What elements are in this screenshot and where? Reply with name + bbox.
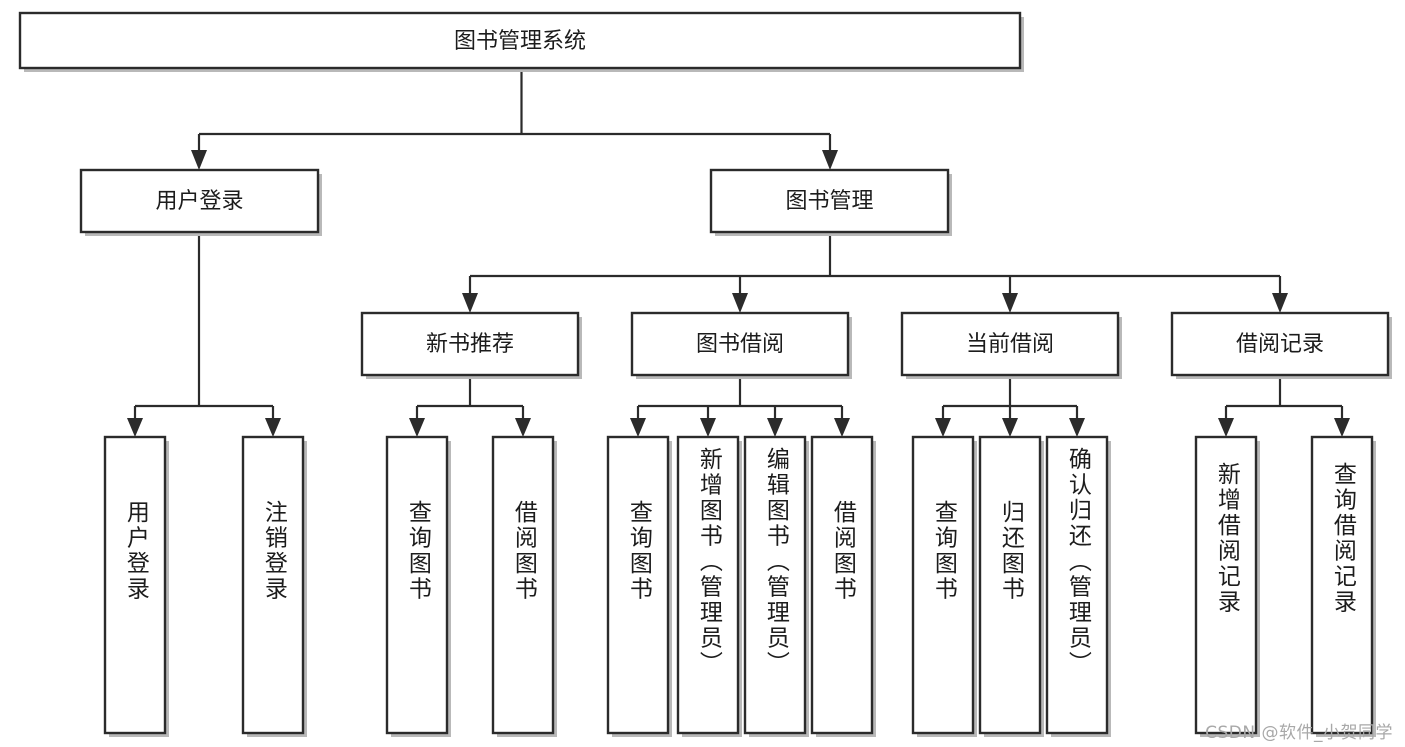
node-root-label: 图书管理系统 (454, 29, 586, 54)
leaf-node-borrow-book-newbook[interactable] (491, 435, 557, 737)
leaf-node-add-book-box (676, 435, 740, 735)
node-new-book-recommend-label: 新书推荐 (426, 332, 514, 357)
leaf-node-confirm-return[interactable] (1045, 435, 1111, 737)
leaf-node-add-book[interactable] (676, 435, 742, 737)
connector-group (127, 68, 1350, 437)
arrow-leaf-query-book-3 (935, 418, 951, 437)
leaf-node-query-record[interactable] (1310, 435, 1376, 737)
node-user-login-label: 用户登录 (155, 189, 243, 214)
node-book-management-box (709, 168, 950, 234)
leaf-node-query-book-current[interactable] (911, 435, 977, 737)
arrow-leaf-return-book (1002, 418, 1018, 437)
arrow-to-book-borrow (732, 293, 748, 313)
arrow-to-borrow-record (1272, 293, 1288, 313)
arrow-leaf-user-login (127, 418, 143, 437)
csdn-watermark: CSDN @软件_小贺同学 (1205, 723, 1393, 743)
arrow-leaf-query-book-2 (630, 418, 646, 437)
node-root-box (18, 11, 1022, 70)
node-root[interactable]: 图书管理系统 (18, 11, 1024, 72)
leaf-node-add-record-box (1194, 435, 1258, 735)
node-new-book-recommend[interactable]: 新书推荐 (360, 311, 582, 379)
leaf-node-borrow-book-borrow[interactable] (810, 435, 876, 737)
node-user-login[interactable]: 用户登录 (79, 168, 322, 236)
arrow-leaf-add-book (700, 418, 716, 437)
arrow-leaf-confirm-return (1069, 418, 1085, 437)
leaf-node-logout-box (241, 435, 305, 735)
arrow-to-book-mgmt (822, 150, 838, 170)
leaf-node-add-record[interactable] (1194, 435, 1260, 737)
leaf-node-user-login[interactable] (103, 435, 169, 737)
node-book-borrow[interactable]: 图书借阅 (630, 311, 852, 379)
leaf-node-query-record-box (1310, 435, 1374, 735)
leaf-node-borrow-book-borrow-box (810, 435, 874, 735)
leaf-node-query-book-borrow-box (606, 435, 670, 735)
arrow-leaf-add-record (1218, 418, 1234, 437)
leaf-node-query-book-borrow[interactable] (606, 435, 672, 737)
node-borrow-record-label: 借阅记录 (1236, 332, 1324, 357)
node-borrow-record[interactable]: 借阅记录 (1170, 311, 1392, 379)
leaf-node-edit-book-box (743, 435, 807, 735)
node-new-book-recommend-box (360, 311, 580, 377)
leaf-node-return-book[interactable] (978, 435, 1044, 737)
arrow-leaf-borrow-book-2 (834, 418, 850, 437)
leaf-node-user-login-box (103, 435, 167, 735)
leaf-node-borrow-book-newbook-box (491, 435, 555, 735)
leaf-node-confirm-return-box (1045, 435, 1109, 735)
node-book-management[interactable]: 图书管理 (709, 168, 952, 236)
arrow-leaf-query-record (1334, 418, 1350, 437)
node-book-management-label: 图书管理 (785, 189, 873, 214)
node-borrow-record-box (1170, 311, 1390, 377)
arrow-leaf-edit-book (767, 418, 783, 437)
leaf-node-return-book-box (978, 435, 1042, 735)
node-book-borrow-box (630, 311, 850, 377)
arrow-leaf-query-book-1 (409, 418, 425, 437)
leaf-node-logout[interactable] (241, 435, 307, 737)
node-user-login-box (79, 168, 320, 234)
node-current-borrow-box (900, 311, 1120, 377)
arrow-to-new-book-rec (462, 293, 478, 313)
leaf-node-query-book-current-box (911, 435, 975, 735)
node-book-borrow-label: 图书借阅 (696, 332, 784, 357)
node-current-borrow-label: 当前借阅 (966, 332, 1054, 357)
arrow-to-user-login (191, 150, 207, 170)
leaf-node-edit-book[interactable] (743, 435, 809, 737)
arrow-to-current-borrow (1002, 293, 1018, 313)
arrow-leaf-borrow-book-1 (515, 418, 531, 437)
leaf-node-query-book-newbook[interactable] (385, 435, 451, 737)
leaf-node-query-book-newbook-box (385, 435, 449, 735)
node-current-borrow[interactable]: 当前借阅 (900, 311, 1122, 379)
arrow-leaf-logout (265, 418, 281, 437)
